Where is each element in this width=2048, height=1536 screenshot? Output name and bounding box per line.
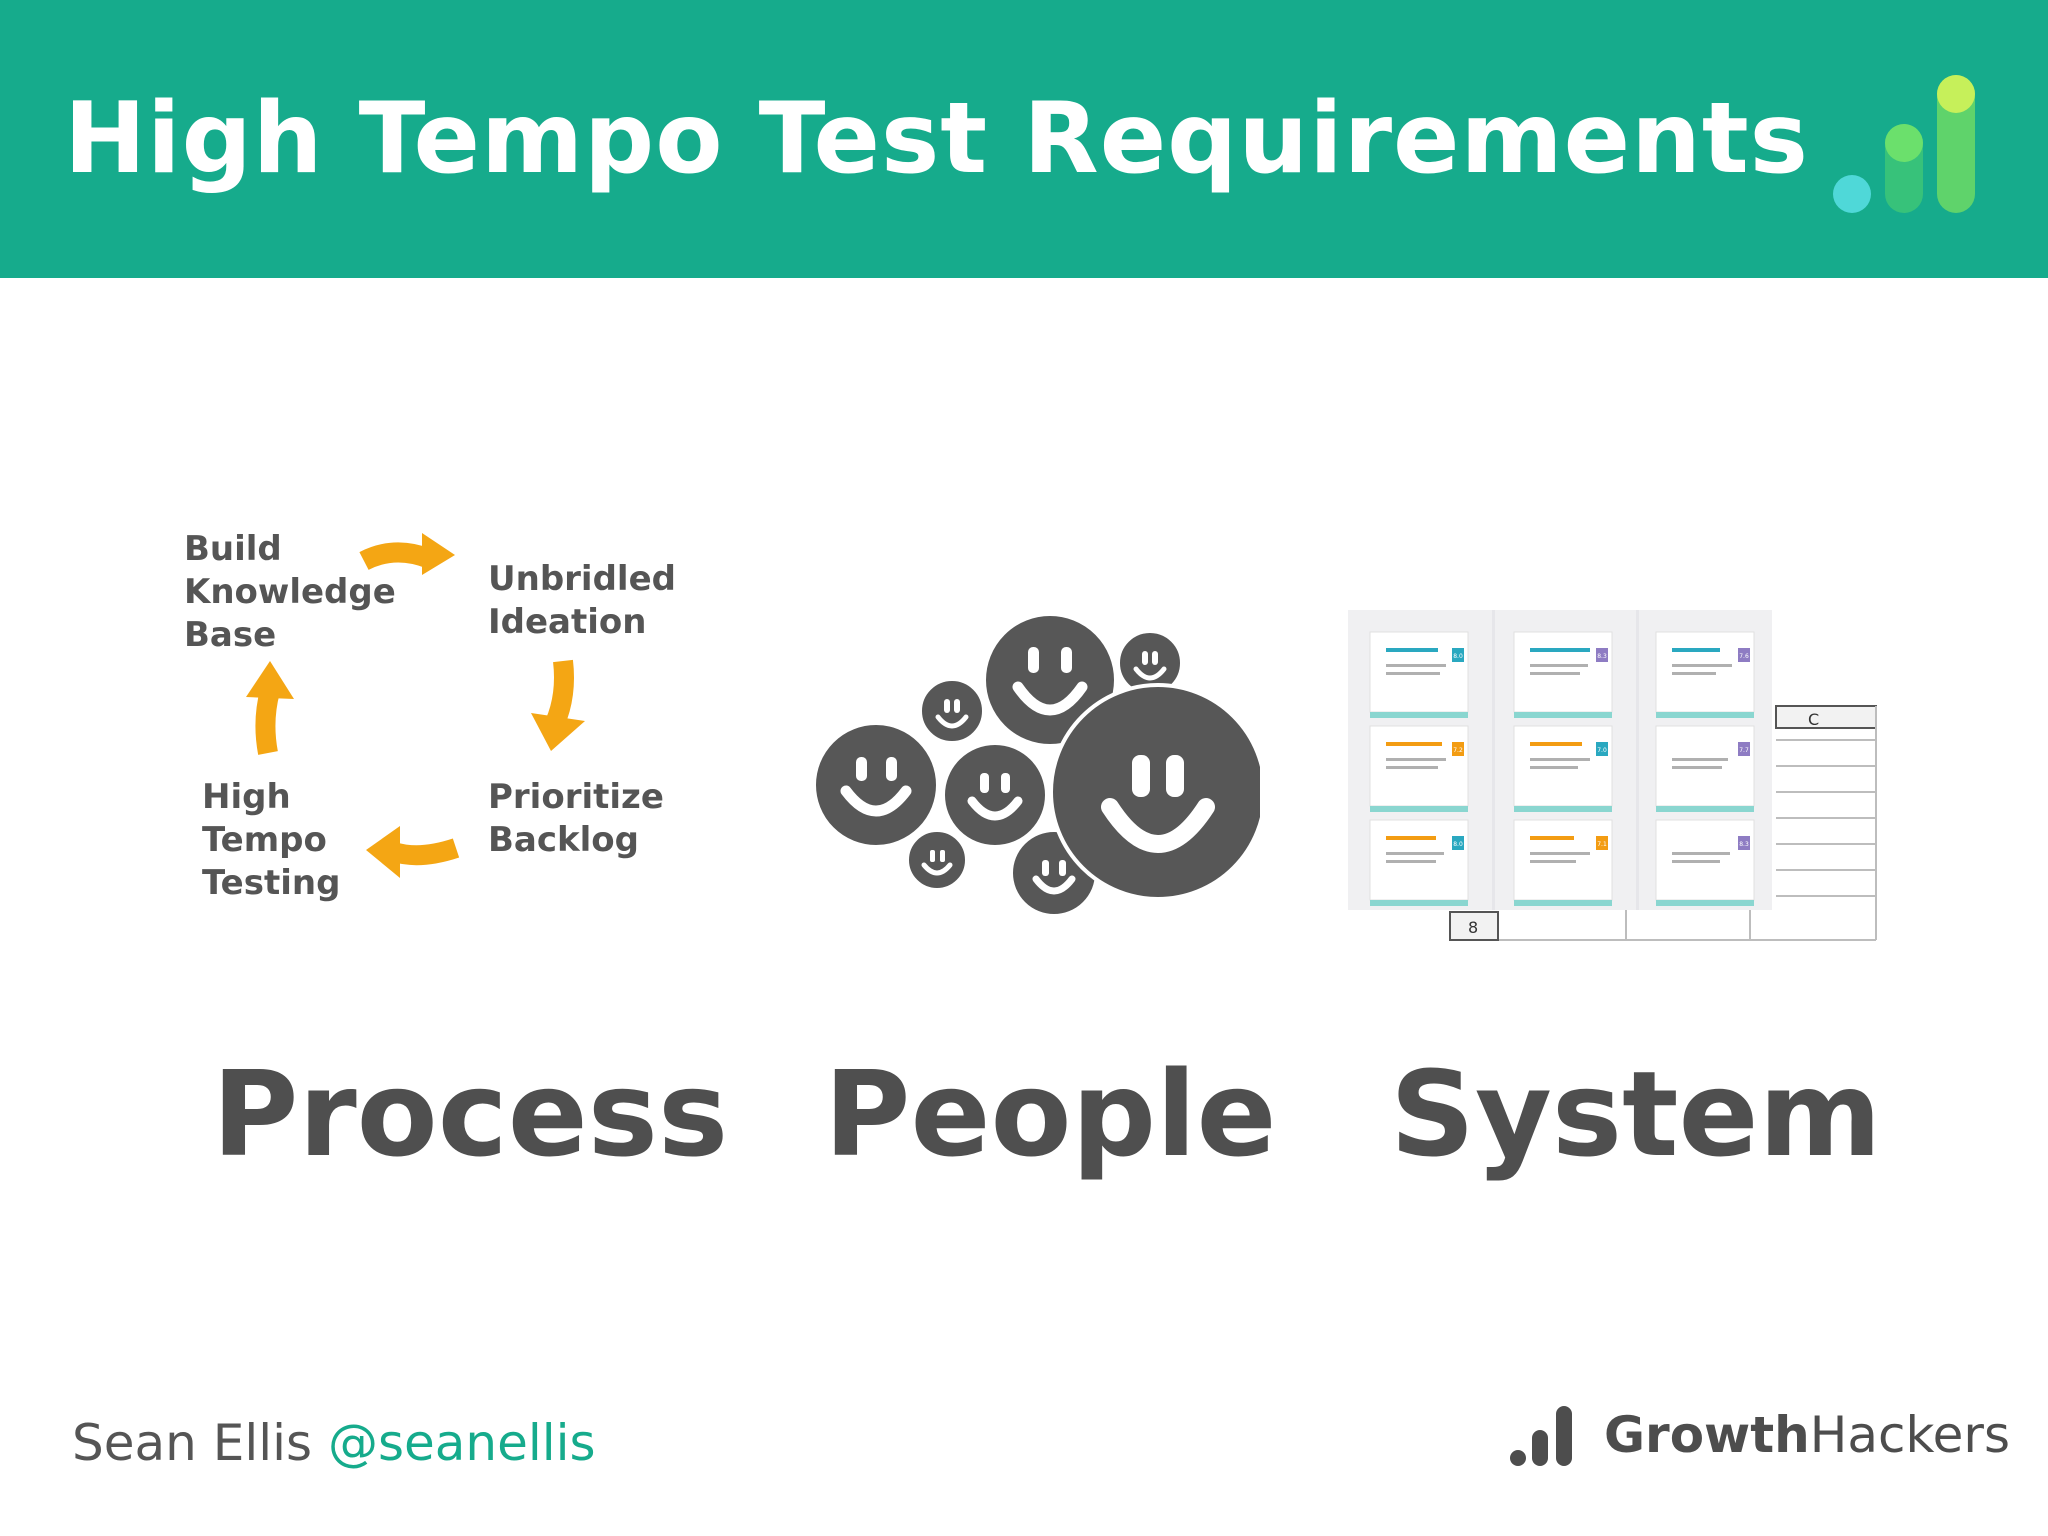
- cycle-label-prioritize-backlog: Prioritize Backlog: [488, 777, 664, 860]
- growthhackers-logo-icon: [1510, 1406, 1572, 1466]
- board-card-score: 7.1: [1597, 841, 1607, 848]
- cycle-label-unbridled-ideation: Unbridled Ideation: [488, 559, 676, 642]
- author-twitter-handle[interactable]: @seanellis: [327, 1414, 596, 1472]
- board-card-score: 8.3: [1597, 653, 1607, 660]
- pillar-system: System: [1390, 1045, 1882, 1183]
- slide-title: High Tempo Test Requirements: [64, 82, 1810, 196]
- board-card-score: 8.0: [1453, 841, 1463, 848]
- board-card-score: 8.3: [1739, 841, 1749, 848]
- spreadsheet-grid: [1449, 705, 1877, 941]
- people-smiley-cluster-icon: [812, 612, 1260, 918]
- brand-hackers: Hackers: [1809, 1406, 2011, 1464]
- header-bar: High Tempo Test Requirements: [0, 0, 2048, 278]
- pillar-process: Process: [212, 1045, 729, 1183]
- cycle-label-high-tempo-testing: High Tempo Testing: [202, 777, 341, 903]
- board-card-score: 7.6: [1739, 653, 1749, 660]
- board-card-score: 7.2: [1453, 747, 1463, 754]
- brand-growth: Growth: [1604, 1406, 1810, 1464]
- board-card-score: 8.0: [1453, 653, 1463, 660]
- growth-bars-logo-icon: [1833, 75, 1975, 213]
- cycle-label-build-knowledge-base: Build Knowledge Base: [184, 529, 396, 655]
- spreadsheet-row-label: 8: [1468, 918, 1479, 937]
- cycle-arrow-up-icon: [246, 661, 294, 755]
- system-board-screenshot: 8.0 8.3 7.6 7.2 7.0 7.7 8.0 7.1 8.3: [1348, 610, 1877, 941]
- pillar-people: People: [824, 1045, 1277, 1183]
- board-card-score: 7.0: [1597, 747, 1607, 754]
- footer-author: Sean Ellis @seanellis: [72, 1414, 596, 1472]
- author-name: Sean Ellis: [72, 1414, 313, 1472]
- spreadsheet-column-label: C: [1808, 710, 1820, 729]
- cycle-arrow-right-icon: [359, 533, 455, 575]
- cycle-arrow-left-icon: [366, 826, 460, 878]
- brand-wordmark: GrowthHackers: [1604, 1406, 2010, 1464]
- board-card-score: 7.7: [1739, 747, 1749, 754]
- cycle-arrow-down-icon: [531, 659, 585, 751]
